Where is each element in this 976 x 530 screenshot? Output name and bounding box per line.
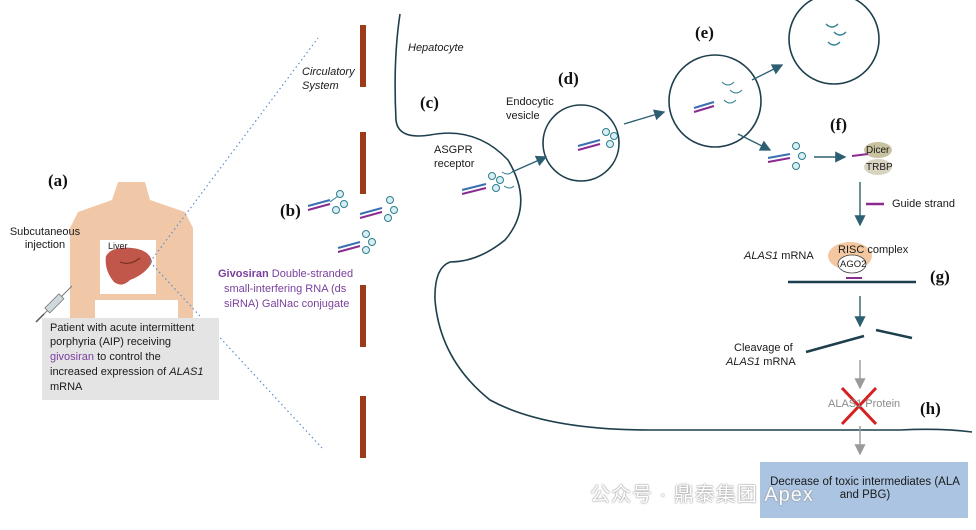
zoom-line-bottom [149, 261, 323, 449]
sirna-bound-receptor-c [461, 171, 515, 195]
trbp-shape [864, 159, 892, 175]
sirna-in-vesicle-d [577, 128, 618, 151]
label-d: (d) [558, 69, 579, 88]
cleaved-mrna-left [805, 334, 865, 354]
patient-text-line3: givosiran to control the [50, 351, 161, 363]
vesicle-e [668, 54, 762, 148]
syringe-icon [35, 285, 73, 323]
label-e: (e) [695, 23, 714, 42]
label-f: (f) [830, 115, 847, 134]
label-g: (g) [930, 267, 950, 286]
trbp-label: TRBP [866, 162, 893, 173]
dicer-shape [864, 142, 892, 158]
cleaved-mrna-right [875, 328, 913, 340]
ago2-label: AGO2 [840, 259, 867, 270]
givosiran-caption-line2: small-interfering RNA (ds [224, 283, 347, 295]
patient-caption-box [42, 318, 219, 400]
patient-body-figure [70, 182, 193, 320]
patient-text-line2: porphyria (AIP) receiving [50, 336, 172, 348]
endocytic-label-1: Endocytic [506, 96, 554, 108]
injection-label: Subcutaneous injection [9, 226, 81, 251]
sirna-conjugate-b1 [307, 190, 348, 214]
circulatory-label-2: System [302, 80, 339, 92]
recycling-vesicle [788, 0, 880, 85]
asgpr-label-1: ASGPR [434, 144, 473, 156]
liver-label: Liver [108, 241, 128, 251]
outcome-box [760, 462, 968, 518]
protein-label: ALAS1 Protein [828, 398, 901, 410]
cleavage-label-2: ALAS1 mRNA [726, 356, 796, 368]
risc-label: RISC complex [838, 244, 909, 256]
sirna-conjugate-b2 [359, 196, 398, 222]
endocytic-label-2: vesicle [506, 110, 540, 122]
guide-strand-label: Guide strand [892, 198, 955, 210]
liver-icon [105, 247, 152, 285]
givosiran-caption-line3: siRNA) GalNac conjugate [224, 298, 350, 310]
sirna-cytoplasm-f [767, 142, 806, 170]
sirna-released-e [693, 81, 743, 113]
patient-text-line1: Patient with acute intermittent [50, 322, 195, 334]
capillary-wall [360, 25, 366, 458]
cross-icon [840, 386, 878, 426]
label-h: (h) [920, 399, 941, 418]
circulatory-label-1: Circulatory [302, 66, 355, 78]
ago2-shape [837, 254, 867, 274]
label-c: (c) [420, 93, 439, 112]
hepatocyte-membrane [394, 13, 973, 433]
mrna-label: ALAS1 mRNA [744, 250, 814, 262]
cleavage-label-1: Cleavage of [734, 342, 793, 354]
asgpr-label-2: receptor [434, 158, 475, 170]
label-b: (b) [280, 201, 301, 220]
patient-text-line4: increased expression of ALAS1 [50, 366, 204, 378]
hepatocyte-label: Hepatocyte [408, 42, 464, 54]
sirna-conjugate-b3 [337, 230, 376, 254]
outcome-label: Decrease of toxic intermediates (ALA and… [770, 476, 960, 501]
endocytic-vesicle-d [542, 104, 620, 182]
label-a: (a) [48, 171, 68, 190]
givosiran-caption-line1: Givosiran Double-stranded [218, 268, 354, 280]
dicer-label: Dicer [866, 145, 890, 156]
pathway-arrows [511, 64, 866, 456]
receptor-recycled [825, 23, 847, 46]
watermark-text: 公众号 · 鼎泰集团 Apex [590, 484, 814, 506]
zoom-line-top [149, 37, 319, 263]
patient-text-line5: mRNA [50, 381, 83, 393]
